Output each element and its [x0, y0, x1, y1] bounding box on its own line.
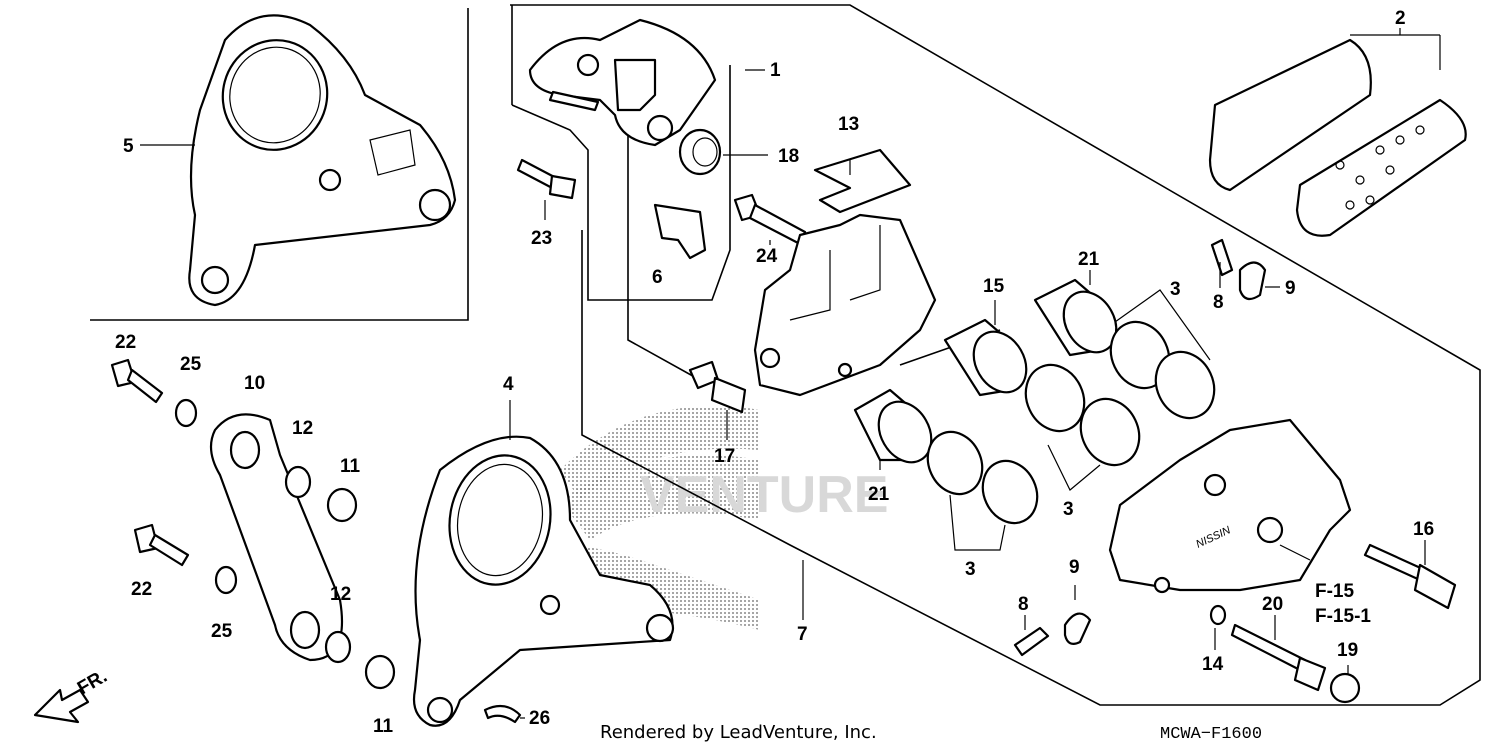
- piston-part-21-lower: [853, 388, 933, 464]
- spring-part-13: [813, 148, 912, 214]
- bolt-part-23: [516, 158, 577, 200]
- label-part-1: 1: [770, 60, 781, 81]
- label-part-3-mid: 3: [1063, 499, 1074, 520]
- label-part-26: 26: [529, 708, 550, 729]
- brake-pads-part-2: [1208, 38, 1467, 237]
- nut-part-12-lower: [324, 630, 352, 664]
- footer-credit: Rendered by LeadVenture, Inc.: [600, 722, 877, 743]
- caliper-inner-half: [753, 213, 937, 397]
- seals-part-3: [926, 289, 1216, 551]
- label-part-3-low: 3: [965, 559, 976, 580]
- bolt-part-22-upper: [110, 358, 164, 404]
- leader-lines: [140, 28, 1441, 719]
- washer-part-25-upper: [174, 398, 198, 428]
- label-part-21-low: 21: [868, 484, 890, 505]
- bolt-part-16: [1363, 543, 1457, 610]
- label-part-17: 17: [714, 446, 735, 467]
- collar-part-11-upper: [326, 487, 358, 523]
- piston-part-15: [943, 318, 1028, 397]
- pin-part-20: [1230, 623, 1327, 692]
- caliper-outer-half: NISSIN: [1108, 418, 1352, 594]
- label-part-10: 10: [244, 373, 265, 394]
- link-part-10: [209, 413, 344, 662]
- label-part-22-top: 22: [115, 332, 136, 353]
- label-part-12-top: 12: [292, 418, 313, 439]
- ref-f15: F-15: [1315, 581, 1355, 602]
- label-part-8-top: 8: [1213, 292, 1224, 313]
- label-part-2: 2: [1395, 8, 1406, 29]
- pin-part-26: [483, 704, 522, 724]
- plug-part-19: [1329, 672, 1361, 704]
- watermark-text: VENTURE: [640, 466, 888, 524]
- label-part-11-low: 11: [373, 716, 394, 737]
- collar-part-11-lower: [364, 654, 396, 690]
- label-part-18: 18: [778, 146, 799, 167]
- label-part-15: 15: [983, 276, 1005, 297]
- label-part-8-low: 8: [1018, 594, 1029, 615]
- ref-f15-1: F-15-1: [1315, 606, 1371, 627]
- washer-part-14: [1209, 604, 1227, 626]
- clip-part-6: [653, 203, 707, 260]
- boot-part-18: [678, 128, 722, 176]
- diagram-code: MCWA−F1600: [1160, 725, 1262, 744]
- label-part-23: 23: [531, 228, 552, 249]
- label-part-25-top: 25: [180, 354, 202, 375]
- bolt-part-24: [733, 193, 807, 246]
- label-part-20: 20: [1262, 594, 1283, 615]
- label-part-9-low: 9: [1069, 557, 1080, 578]
- label-part-11-top: 11: [340, 456, 361, 477]
- bleeder-part-8-upper: [1210, 238, 1234, 277]
- caliper-bracket-part-1: [528, 18, 717, 147]
- label-part-14: 14: [1202, 654, 1224, 675]
- piston-part-21-upper: [1033, 278, 1118, 357]
- bracket-part-5: [188, 14, 457, 307]
- label-part-9-top: 9: [1285, 278, 1296, 299]
- nut-part-12-upper: [284, 465, 312, 499]
- label-part-12-low: 12: [330, 584, 351, 605]
- label-part-4: 4: [503, 374, 514, 395]
- bleeder-part-17: [688, 360, 747, 414]
- cap-part-9-lower: [1063, 612, 1092, 645]
- label-part-7: 7: [797, 624, 808, 645]
- bolt-part-22-lower: [133, 523, 190, 567]
- label-part-21-top: 21: [1078, 249, 1100, 270]
- bracket-part-4: [412, 435, 675, 727]
- bleeder-part-8-lower: [1013, 626, 1050, 657]
- label-part-19: 19: [1337, 640, 1358, 661]
- label-part-16: 16: [1413, 519, 1434, 540]
- washer-part-25-lower: [214, 565, 238, 595]
- label-part-24: 24: [756, 246, 778, 267]
- label-part-22-low: 22: [131, 579, 152, 600]
- part-labels: 1 2 3 3 3 4 5 6 7 8 8 9 9 10 11 11 12 12…: [115, 8, 1434, 737]
- label-part-6: 6: [652, 267, 663, 288]
- label-part-13: 13: [838, 114, 859, 135]
- label-part-5: 5: [123, 136, 134, 157]
- label-part-25-low: 25: [211, 621, 233, 642]
- label-part-3-top: 3: [1170, 279, 1181, 300]
- front-direction-arrow: FR.: [33, 666, 111, 724]
- cap-part-9-upper: [1238, 261, 1267, 301]
